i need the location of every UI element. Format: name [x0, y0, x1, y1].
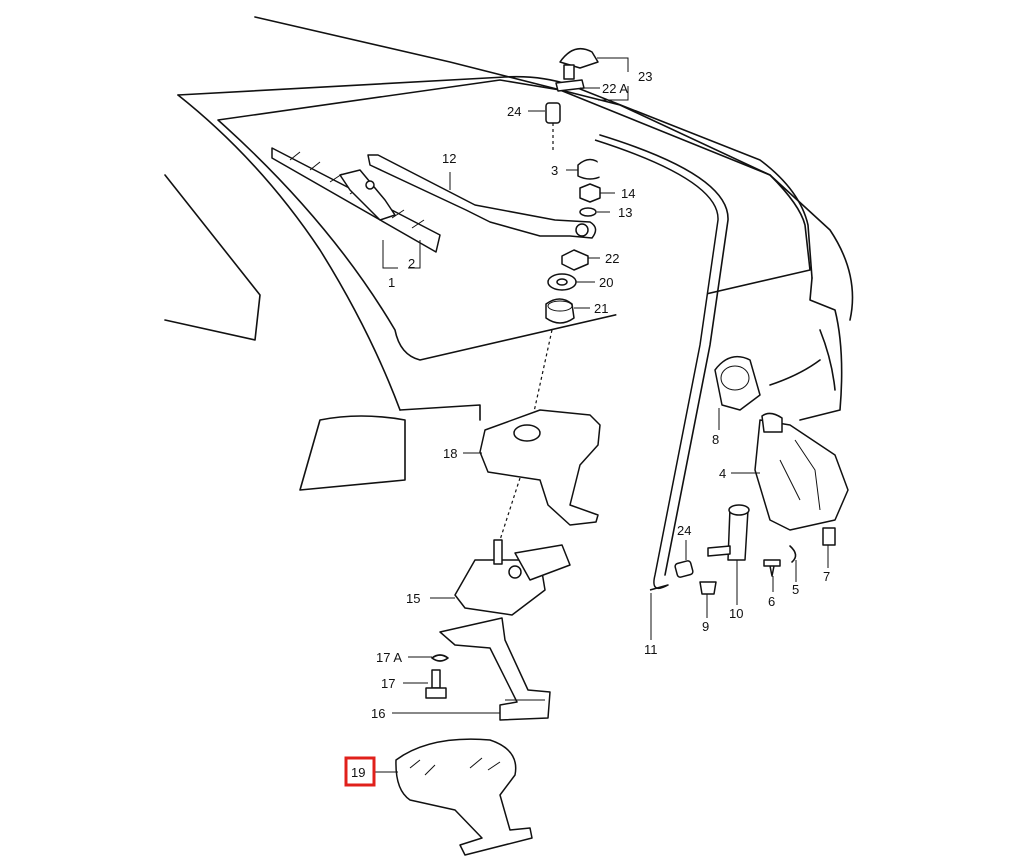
hose-connector	[545, 102, 561, 150]
spring-washer	[579, 207, 597, 217]
label-part-12: 12	[442, 151, 456, 166]
label-part-24-low: 24	[677, 523, 691, 538]
label-part-16: 16	[371, 706, 385, 721]
label-part-22: 22	[605, 251, 619, 266]
label-part-11: 11	[644, 642, 658, 657]
leader-lines	[375, 57, 829, 773]
screw	[763, 559, 781, 577]
label-part-6: 6	[768, 594, 775, 609]
wiper-arm	[367, 154, 597, 239]
label-part-21: 21	[594, 301, 608, 316]
label-part-23: 23	[638, 69, 652, 84]
label-part-22a: 22 A	[602, 81, 628, 96]
car-body-outline	[164, 16, 854, 491]
label-part-1: 1	[388, 275, 395, 290]
washer-pump	[707, 504, 750, 561]
label-part-24-top: 24	[507, 104, 521, 119]
highlight-box-part-19	[344, 756, 376, 787]
label-part-13: 13	[618, 205, 632, 220]
motor-cover	[479, 409, 601, 526]
mounting-bracket	[439, 617, 551, 721]
washer	[547, 273, 577, 291]
label-part-19: 19	[351, 765, 365, 780]
label-part-17a: 17 A	[376, 650, 402, 665]
bolt	[425, 669, 447, 699]
washer-reservoir	[754, 412, 849, 531]
label-part-17: 17	[381, 676, 395, 691]
pump-grommet	[699, 581, 717, 595]
part-labels: 1 2 3 4 5 6 7 8 9 10 11 12 13 14 15 16 1…	[351, 69, 830, 780]
label-part-8: 8	[712, 432, 719, 447]
wiper-motor	[454, 539, 571, 616]
grommet	[545, 298, 575, 324]
label-part-14: 14	[621, 186, 635, 201]
bolt-washer	[431, 654, 449, 662]
label-part-10: 10	[729, 606, 743, 621]
washer-nozzle	[555, 47, 599, 92]
label-part-2: 2	[408, 256, 415, 271]
bracket-cover	[395, 738, 533, 856]
label-part-15: 15	[406, 591, 420, 606]
wiper-blade	[271, 147, 441, 253]
label-part-9: 9	[702, 619, 709, 634]
label-part-4: 4	[719, 466, 726, 481]
hex-nut	[561, 249, 589, 271]
grommet-cover	[714, 355, 761, 411]
label-part-20: 20	[599, 275, 613, 290]
clip	[789, 545, 797, 563]
label-part-18: 18	[443, 446, 457, 461]
label-part-5: 5	[792, 582, 799, 597]
assembly-line-motor	[499, 477, 521, 541]
reservoir-bracket	[822, 527, 836, 546]
hose-piece	[674, 560, 694, 578]
label-part-7: 7	[823, 569, 830, 584]
label-part-3: 3	[551, 163, 558, 178]
washer-hose	[594, 134, 729, 591]
nut	[579, 183, 601, 203]
